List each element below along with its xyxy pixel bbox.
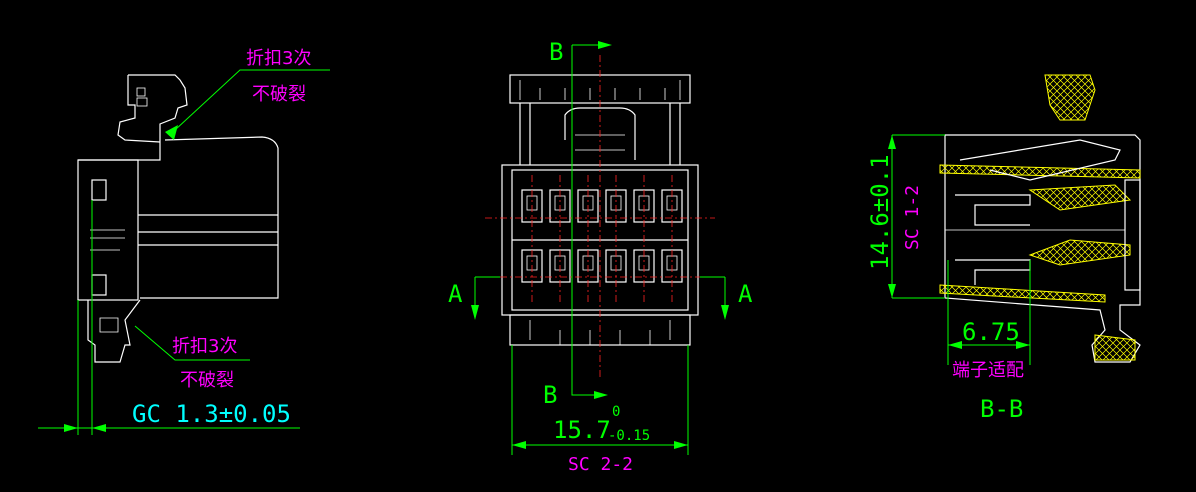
- width-scale-note: SC 2-2: [568, 454, 633, 475]
- section-b-bottom-label: B: [543, 381, 557, 409]
- section-title: B-B: [980, 395, 1023, 423]
- section-view: [888, 74, 1141, 365]
- fold-note-bottom-line1: 折扣3次: [172, 336, 237, 357]
- height-scale-note: SC 1-2: [902, 185, 923, 250]
- height-dimension: 14.6±0.1: [866, 154, 894, 270]
- width-tolerance-upper: 0: [612, 404, 620, 420]
- side-view: [38, 69, 330, 435]
- section-b-top-label: B: [549, 38, 563, 66]
- section-a-right-label: A: [738, 280, 753, 308]
- terminal-fit-note: 端子适配: [952, 360, 1024, 381]
- gc-dimension: GC 1.3±0.05: [132, 400, 291, 428]
- terminal-depth-dimension: 6.75: [962, 318, 1020, 346]
- width-tolerance-lower: -0.15: [608, 428, 650, 444]
- section-a-left-label: A: [448, 280, 463, 308]
- fold-note-bottom-line2: 不破裂: [180, 370, 234, 391]
- fold-note-top-line2: 不破裂: [252, 84, 306, 105]
- width-dimension-value: 15.7: [553, 416, 611, 444]
- front-view: [471, 41, 729, 455]
- fold-note-top-line1: 折扣3次: [246, 48, 311, 69]
